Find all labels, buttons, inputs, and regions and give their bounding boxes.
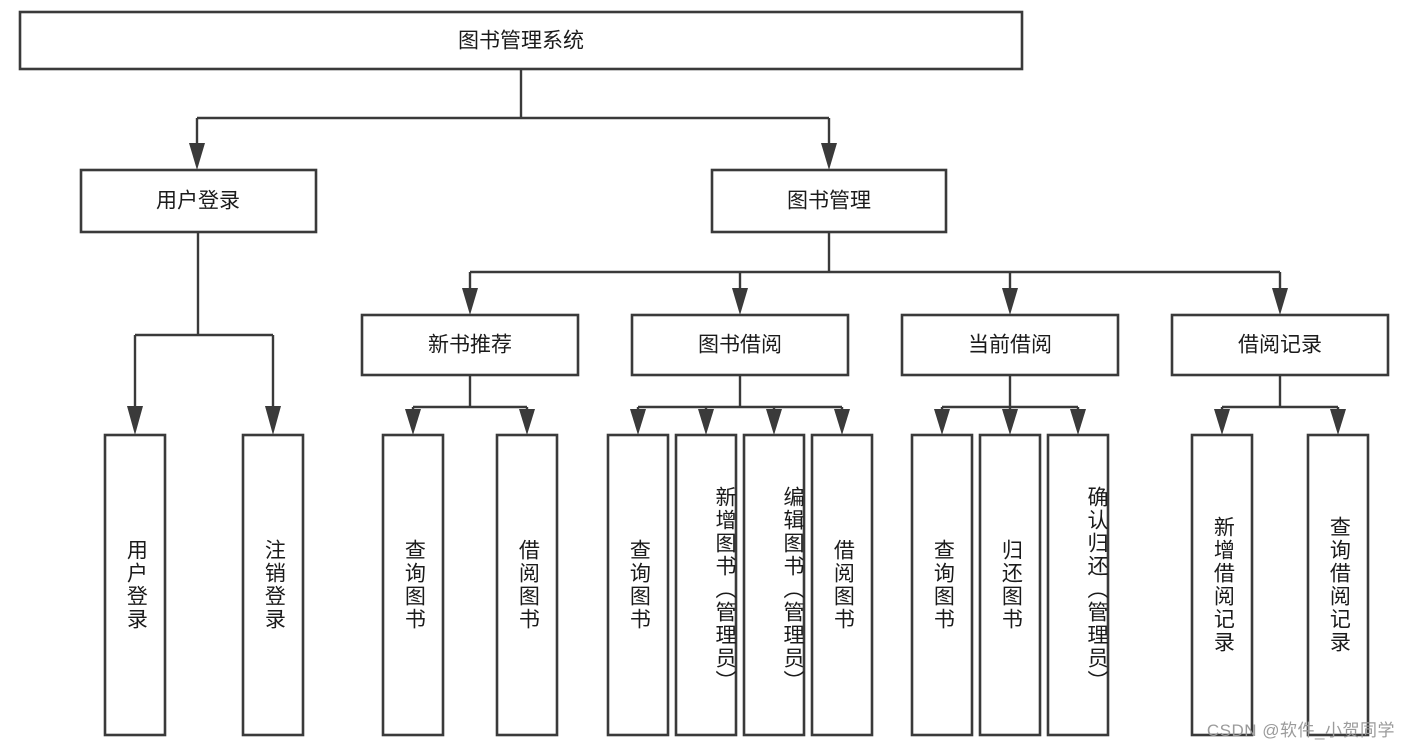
arrowhead-icon [405, 409, 421, 435]
node-book-borrow-label: 图书借阅 [698, 334, 782, 357]
node-leaf-confirm-return-admin[interactable] [1046, 433, 1110, 737]
node-leaf-return-book[interactable] [978, 433, 1042, 737]
node-new-book-recommend-label: 新书推荐 [428, 334, 512, 357]
arrowhead-group [127, 143, 1346, 435]
arrowhead-icon [1272, 288, 1288, 315]
node-borrow-record[interactable] [1170, 313, 1390, 377]
arrowhead-icon [1002, 288, 1018, 315]
arrowhead-icon [630, 409, 646, 435]
node-leaf-logout-login[interactable] [241, 433, 305, 737]
arrowhead-icon [1070, 409, 1086, 435]
node-root-label: 图书管理系统 [458, 30, 584, 53]
node-new-book-recommend[interactable] [360, 313, 580, 377]
node-leaf-query-book-current[interactable] [910, 433, 974, 737]
node-current-borrow[interactable] [900, 313, 1120, 377]
node-root-book-management-system[interactable] [18, 10, 1024, 71]
watermark-text: CSDN @软件_小贺同学 [1206, 721, 1395, 740]
arrowhead-icon [934, 409, 950, 435]
node-leaf-borrow-book-recommend[interactable] [495, 433, 559, 737]
node-book-management[interactable] [710, 168, 948, 234]
node-leaf-query-book-recommend[interactable] [381, 433, 445, 737]
arrowhead-icon [1002, 409, 1018, 435]
node-book-borrow[interactable] [630, 313, 850, 377]
arrowhead-icon [834, 409, 850, 435]
node-current-borrow-label: 当前借阅 [968, 334, 1052, 357]
arrowhead-icon [462, 288, 478, 315]
arrowhead-icon [1330, 409, 1346, 435]
node-user-login-label: 用户登录 [156, 190, 240, 213]
arrowhead-icon [821, 143, 837, 170]
arrowhead-icon [698, 409, 714, 435]
node-leaf-borrow-book[interactable] [810, 433, 874, 737]
node-leaf-query-borrow-record[interactable] [1306, 433, 1370, 737]
arrowhead-icon [1214, 409, 1230, 435]
arrowhead-icon [127, 406, 143, 435]
arrowhead-icon [766, 409, 782, 435]
arrowhead-icon [265, 406, 281, 435]
arrowhead-icon [732, 288, 748, 315]
node-leaf-user-login[interactable] [103, 433, 167, 737]
arrowhead-icon [189, 143, 205, 170]
node-leaf-query-book-borrow[interactable] [606, 433, 670, 737]
node-leaf-add-book-admin[interactable] [674, 433, 738, 737]
node-leaf-edit-book-admin[interactable] [742, 433, 806, 737]
arrowhead-icon [519, 409, 535, 435]
node-book-management-label: 图书管理 [787, 190, 871, 213]
node-user-login[interactable] [79, 168, 318, 234]
node-leaf-add-borrow-record[interactable] [1190, 433, 1254, 737]
node-borrow-record-label: 借阅记录 [1238, 334, 1322, 357]
node-group: 图书管理系统 用户登录 图书管理 新书推荐 图书借阅 当前借阅 借阅记录 [18, 10, 1390, 737]
